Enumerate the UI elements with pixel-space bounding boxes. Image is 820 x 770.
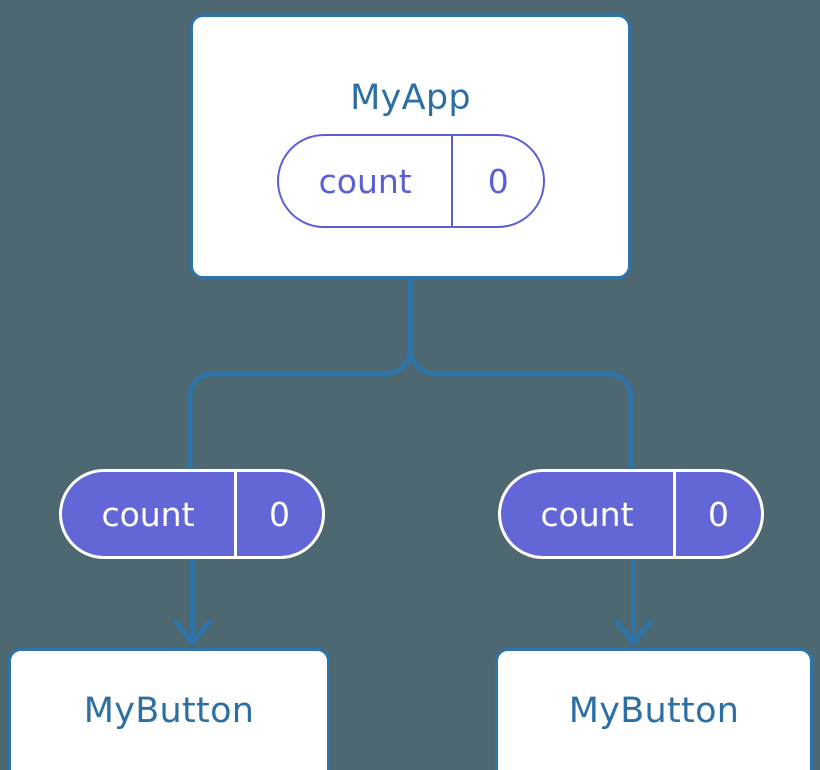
state-pill-root[interactable]: count 0 xyxy=(277,134,545,228)
state-pill-child-left[interactable]: count 0 xyxy=(59,469,325,559)
component-label: MyButton xyxy=(568,691,740,731)
state-key-label: count xyxy=(540,494,634,534)
branch-right xyxy=(408,349,634,470)
state-value-label: 0 xyxy=(672,472,761,556)
state-pill-child-right[interactable]: count 0 xyxy=(498,469,764,559)
component-box-mybutton-right[interactable]: MyButton xyxy=(495,648,813,770)
arrow-head-left xyxy=(173,619,212,646)
state-key-label: count xyxy=(318,161,412,201)
arrow-head-right xyxy=(614,619,653,646)
state-value-label: 0 xyxy=(233,472,322,556)
page-title: MyApp xyxy=(350,78,471,118)
state-key-label: count xyxy=(101,494,195,534)
component-box-mybutton-left[interactable]: MyButton xyxy=(8,648,330,770)
component-label: MyButton xyxy=(83,691,255,731)
state-value-label: 0 xyxy=(451,136,543,226)
branch-left xyxy=(187,349,413,470)
